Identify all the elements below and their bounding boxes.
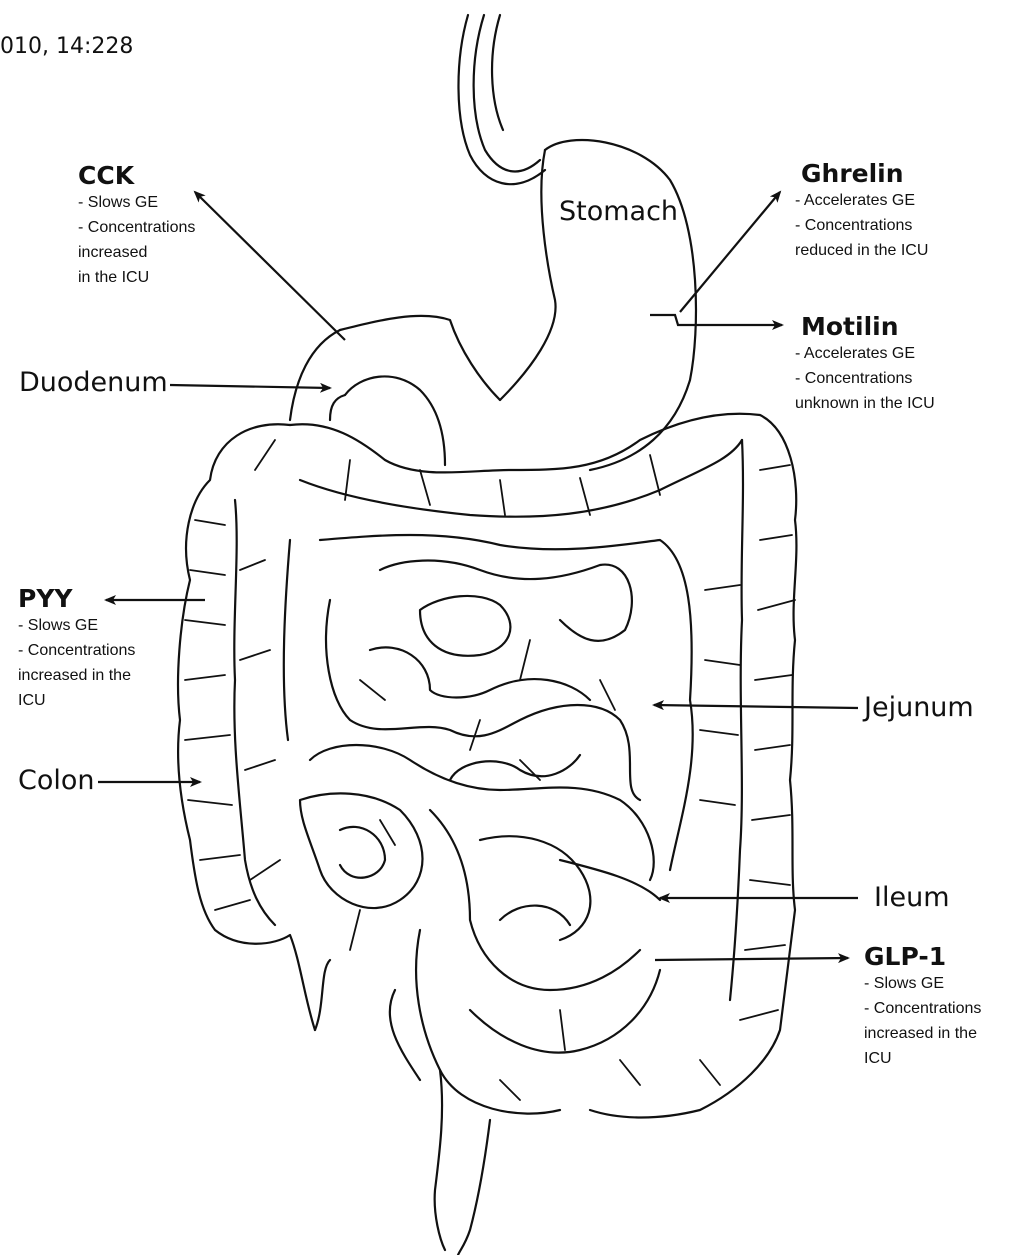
- motilin-note-3: unknown in the ICU: [795, 391, 935, 416]
- duodenum-arrow: [170, 385, 330, 388]
- rectum-outline: [390, 990, 490, 1255]
- ghrelin-note-3: reduced in the ICU: [795, 238, 928, 263]
- stomach-outline: [340, 140, 696, 470]
- glp1-note-1: - Slows GE: [864, 971, 981, 996]
- motilin-name: Motilin: [795, 313, 935, 341]
- pyy-note-3: increased in the: [18, 663, 135, 688]
- jejunum-label: Jejunum: [864, 692, 974, 723]
- intestine-fold-marks: [185, 440, 795, 1100]
- ghrelin-annotation: Ghrelin - Accelerates GE - Concentration…: [795, 160, 928, 263]
- ghrelin-note-2: - Concentrations: [795, 213, 928, 238]
- ghrelin-name: Ghrelin: [795, 160, 928, 188]
- citation-text: 010, 14:228: [0, 34, 133, 59]
- pyy-annotation: PYY - Slows GE - Concentrations increase…: [18, 585, 135, 713]
- cck-name: CCK: [78, 162, 195, 190]
- esophagus: [458, 15, 545, 184]
- cck-note-2: - Concentrations: [78, 215, 195, 240]
- glp1-note-3: increased in the: [864, 1021, 981, 1046]
- glp1-note-4: ICU: [864, 1046, 981, 1071]
- motilin-arrow: [650, 315, 782, 325]
- jejunum-arrow: [654, 705, 858, 708]
- ghrelin-note-1: - Accelerates GE: [795, 188, 928, 213]
- glp1-name: GLP-1: [864, 943, 981, 971]
- colon-outline: [178, 414, 796, 1118]
- cck-arrow: [195, 192, 345, 340]
- ileum-label: Ileum: [874, 882, 950, 913]
- cck-note-1: - Slows GE: [78, 190, 195, 215]
- cck-annotation: CCK - Slows GE - Concentrations increase…: [78, 162, 195, 290]
- pyy-note-2: - Concentrations: [18, 638, 135, 663]
- glp1-annotation: GLP-1 - Slows GE - Concentrations increa…: [864, 943, 981, 1071]
- motilin-note-2: - Concentrations: [795, 366, 935, 391]
- motilin-note-1: - Accelerates GE: [795, 341, 935, 366]
- motilin-annotation: Motilin - Accelerates GE - Concentration…: [795, 313, 935, 416]
- cck-note-3: increased: [78, 240, 195, 265]
- small-intestine-loops: [300, 535, 693, 1114]
- stomach-label: Stomach: [559, 196, 678, 227]
- duodenum-outline: [290, 330, 445, 465]
- glp1-arrow: [655, 958, 848, 960]
- pyy-note-4: ICU: [18, 688, 135, 713]
- duodenum-label: Duodenum: [19, 367, 168, 398]
- cck-note-4: in the ICU: [78, 265, 195, 290]
- ghrelin-arrow: [680, 192, 780, 312]
- colon-label: Colon: [18, 765, 95, 796]
- pyy-name: PYY: [18, 585, 135, 613]
- glp1-note-2: - Concentrations: [864, 996, 981, 1021]
- pyy-note-1: - Slows GE: [18, 613, 135, 638]
